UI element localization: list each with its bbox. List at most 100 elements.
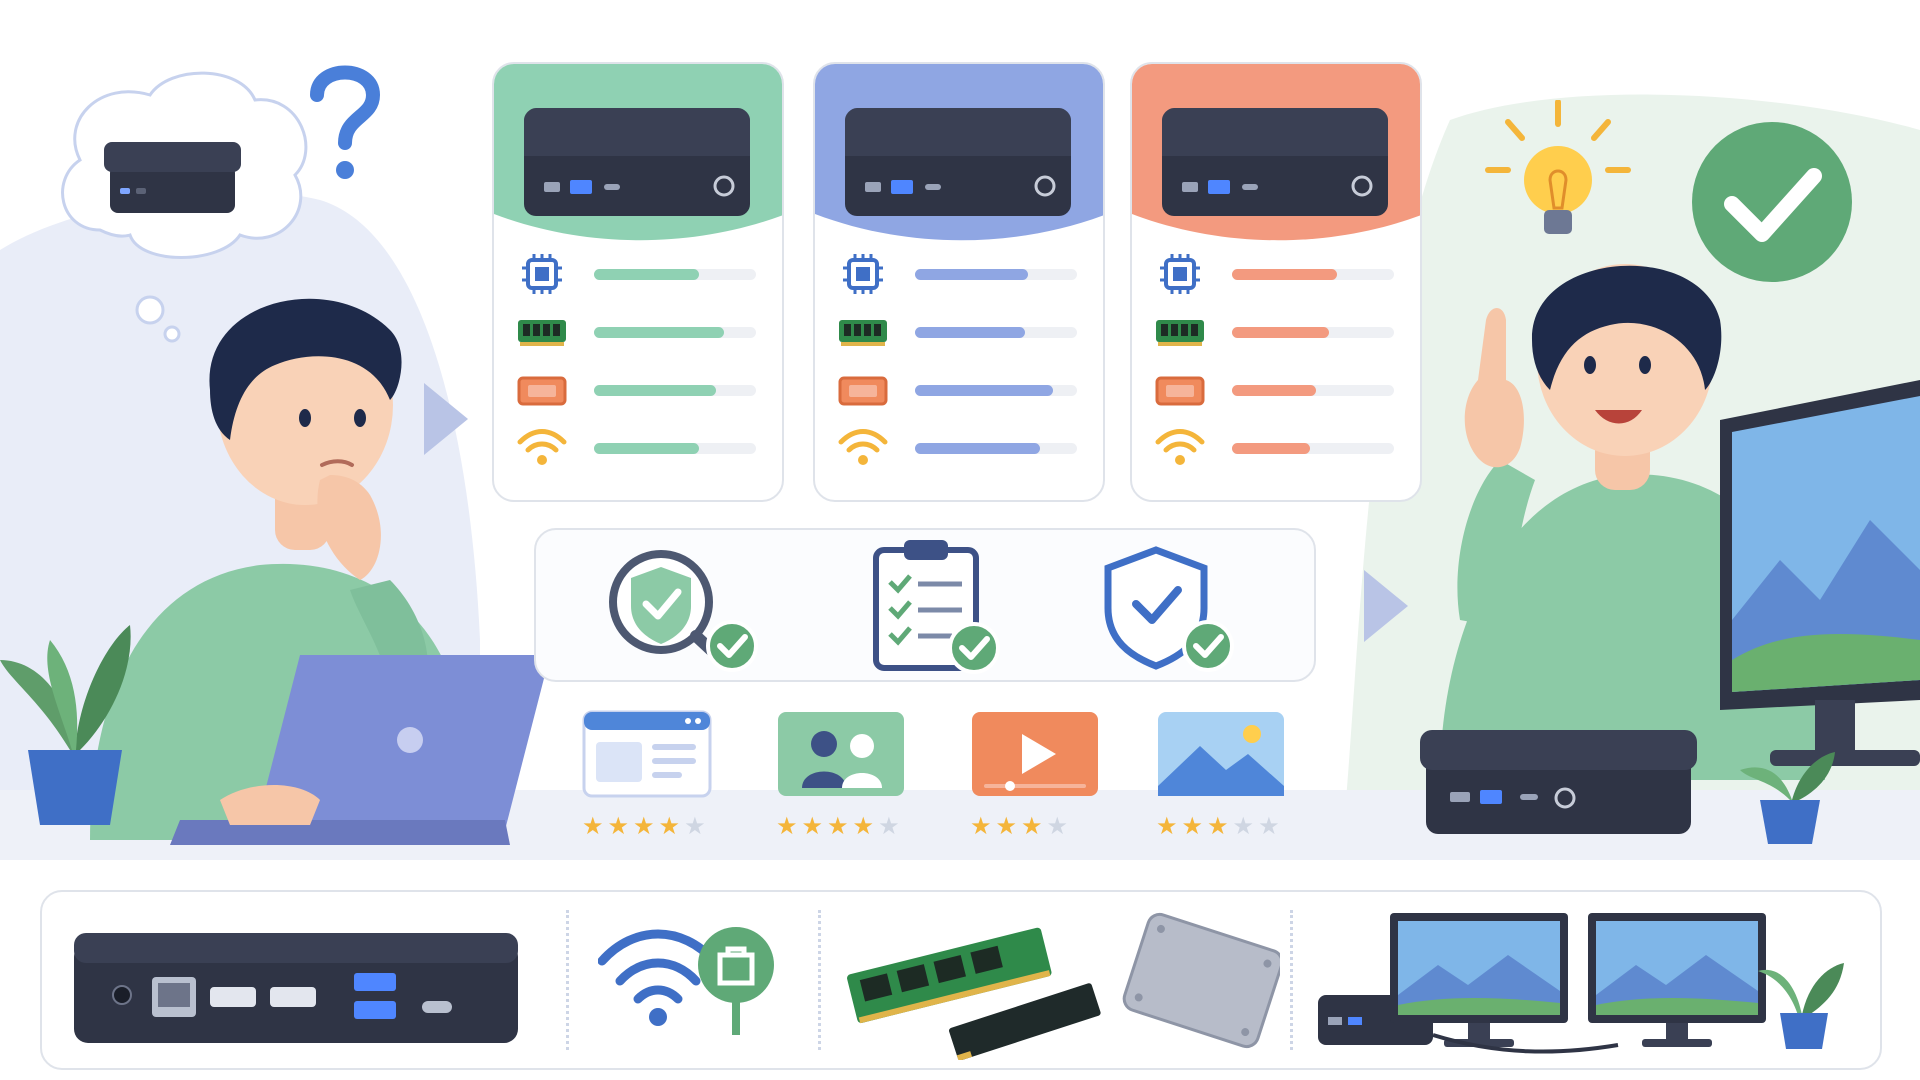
card-header bbox=[494, 64, 782, 241]
potted-plant bbox=[0, 625, 131, 825]
spec-row bbox=[1154, 312, 1404, 352]
star-empty-icon: ★ bbox=[1046, 812, 1073, 840]
divider bbox=[566, 910, 569, 1050]
star-filled-icon: ★ bbox=[776, 812, 802, 840]
star-filled-icon: ★ bbox=[582, 812, 608, 840]
spec-bar-track bbox=[594, 269, 756, 280]
use-case-item[interactable]: ★★★★★ bbox=[582, 710, 712, 840]
divider bbox=[818, 910, 821, 1050]
video-play-icon bbox=[970, 710, 1100, 798]
spec-bar-track bbox=[1232, 269, 1394, 280]
feature-checks-panel bbox=[534, 528, 1316, 682]
card-header bbox=[815, 64, 1103, 241]
storage-drive-icon bbox=[516, 370, 568, 410]
star-filled-icon: ★ bbox=[1207, 812, 1233, 840]
lightbulb-icon bbox=[1485, 100, 1631, 234]
star-filled-icon: ★ bbox=[995, 812, 1022, 840]
wifi-icon bbox=[516, 428, 568, 468]
star-empty-icon: ★ bbox=[684, 812, 710, 840]
star-rating: ★★★★★ bbox=[776, 812, 904, 840]
flow-arrow-right bbox=[1364, 570, 1408, 642]
divider bbox=[1290, 910, 1293, 1050]
spec-bar-track bbox=[915, 327, 1077, 338]
spec-row bbox=[837, 254, 1087, 294]
spec-bar-fill bbox=[1232, 443, 1310, 454]
spec-bar-fill bbox=[594, 385, 716, 396]
star-rating: ★★★★ bbox=[970, 812, 1072, 840]
spec-row bbox=[837, 370, 1087, 410]
spec-bar-track bbox=[915, 443, 1077, 454]
spec-bar-fill bbox=[1232, 327, 1330, 338]
spec-bar-fill bbox=[915, 443, 1040, 454]
shield-check-icon bbox=[1104, 546, 1234, 672]
star-filled-icon: ★ bbox=[801, 812, 828, 840]
spec-bar-fill bbox=[1232, 269, 1338, 280]
spec-bar-fill bbox=[915, 385, 1053, 396]
spec-row bbox=[516, 370, 766, 410]
ram-module-icon bbox=[837, 312, 889, 352]
star-empty-icon: ★ bbox=[1258, 812, 1284, 840]
thought-bubble bbox=[61, 71, 308, 259]
star-filled-icon: ★ bbox=[827, 812, 853, 840]
spec-row bbox=[1154, 428, 1404, 468]
star-empty-icon: ★ bbox=[878, 812, 904, 840]
use-case-item[interactable]: ★★★★★ bbox=[776, 710, 906, 840]
spec-row bbox=[837, 312, 1087, 352]
ports-rear-view bbox=[74, 933, 518, 1043]
cpu-chip-icon bbox=[837, 254, 889, 294]
spec-bar-fill bbox=[1232, 385, 1317, 396]
clipboard-checklist-icon bbox=[873, 540, 1000, 674]
storage-drive-icon bbox=[837, 370, 889, 410]
spec-bar-track bbox=[594, 443, 756, 454]
mini-pc-device bbox=[1420, 730, 1697, 834]
star-filled-icon: ★ bbox=[1181, 812, 1208, 840]
star-filled-icon: ★ bbox=[1021, 812, 1047, 840]
spec-bar-track bbox=[1232, 385, 1394, 396]
spec-bar-fill bbox=[915, 269, 1029, 280]
spec-row bbox=[516, 428, 766, 468]
spec-bar-fill bbox=[915, 327, 1026, 338]
spec-row bbox=[516, 254, 766, 294]
wifi-icon bbox=[1154, 428, 1206, 468]
use-case-item[interactable]: ★★★★ bbox=[970, 710, 1100, 840]
memory-and-storage bbox=[847, 912, 1280, 1060]
check-circle-icon bbox=[1692, 122, 1852, 282]
use-case-item[interactable]: ★★★★★ bbox=[1156, 710, 1286, 840]
mini-pc-option-card[interactable] bbox=[813, 62, 1105, 502]
spec-bar-track bbox=[1232, 327, 1394, 338]
spec-bar-track bbox=[915, 385, 1077, 396]
small-potted-plant bbox=[1740, 752, 1835, 844]
mini-pc-option-card[interactable] bbox=[492, 62, 784, 502]
spec-bar-track bbox=[594, 385, 756, 396]
storage-drive-icon bbox=[1154, 370, 1206, 410]
ram-module-icon bbox=[516, 312, 568, 352]
spec-bar-fill bbox=[594, 443, 700, 454]
star-rating: ★★★★★ bbox=[582, 812, 710, 840]
star-filled-icon: ★ bbox=[633, 812, 659, 840]
star-filled-icon: ★ bbox=[658, 812, 685, 840]
spec-row bbox=[1154, 254, 1404, 294]
spec-bar-track bbox=[1232, 443, 1394, 454]
spec-bar-track bbox=[594, 327, 756, 338]
star-empty-icon: ★ bbox=[1232, 812, 1259, 840]
spec-bar-track bbox=[915, 269, 1077, 280]
cpu-chip-icon bbox=[1154, 254, 1206, 294]
wifi-icon bbox=[837, 428, 889, 468]
dual-monitor-setup bbox=[1318, 913, 1844, 1054]
video-call-icon bbox=[776, 710, 906, 798]
mini-pc-option-card[interactable] bbox=[1130, 62, 1422, 502]
star-rating: ★★★★★ bbox=[1156, 812, 1284, 840]
card-header bbox=[1132, 64, 1420, 241]
ram-module-icon bbox=[1154, 312, 1206, 352]
spec-bar-fill bbox=[594, 327, 724, 338]
ethernet-icon bbox=[698, 927, 774, 1035]
star-filled-icon: ★ bbox=[1156, 812, 1182, 840]
spec-row bbox=[1154, 370, 1404, 410]
cpu-chip-icon bbox=[516, 254, 568, 294]
monitor bbox=[1720, 380, 1920, 766]
image-icon bbox=[1156, 710, 1286, 798]
question-mark-icon bbox=[310, 65, 381, 179]
star-filled-icon: ★ bbox=[970, 812, 996, 840]
star-filled-icon: ★ bbox=[852, 812, 879, 840]
spec-row bbox=[837, 428, 1087, 468]
